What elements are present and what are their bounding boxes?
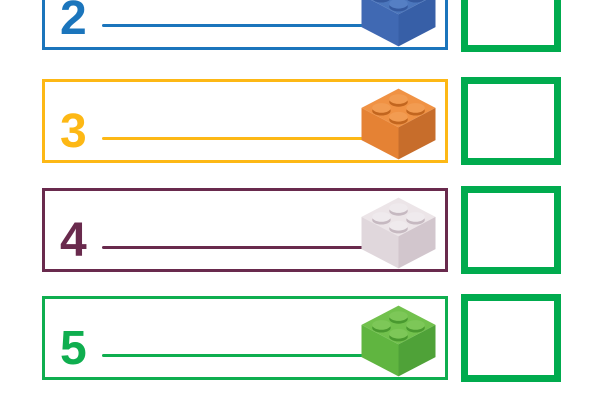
brick-studs — [373, 0, 424, 12]
brick-left-face — [361, 324, 399, 377]
answer-line[interactable] — [102, 137, 366, 140]
brick-studs — [372, 203, 425, 234]
lego-brick-icon — [361, 88, 436, 160]
answer-checkbox[interactable] — [461, 294, 561, 382]
row-number: 2 — [60, 0, 87, 45]
brick-left-face — [361, 107, 399, 160]
lego-brick-icon — [361, 0, 436, 47]
brick-studs — [372, 311, 425, 342]
brick-left-face — [361, 216, 399, 269]
brick-right-face — [398, 107, 436, 160]
brick-left-face — [361, 0, 399, 47]
lego-brick-icon — [361, 305, 436, 377]
answer-line[interactable] — [102, 246, 366, 249]
counting-row-5: 5 — [0, 294, 600, 382]
brick-studs — [372, 94, 425, 125]
answer-line[interactable] — [102, 24, 366, 27]
counting-row-3: 3 — [0, 77, 600, 165]
counting-row-4: 4 — [0, 186, 600, 274]
row-number: 4 — [60, 214, 87, 267]
brick-right-face — [398, 216, 436, 269]
number-box: 4 — [42, 188, 448, 272]
answer-checkbox[interactable] — [461, 186, 561, 274]
number-box: 5 — [42, 296, 448, 380]
brick-right-face — [398, 324, 436, 377]
answer-checkbox[interactable] — [461, 77, 561, 165]
number-box: 3 — [42, 79, 448, 163]
number-box: 2 — [42, 0, 448, 50]
lego-brick-icon — [361, 197, 436, 269]
answer-checkbox[interactable] — [461, 0, 561, 52]
brick-right-face — [398, 0, 436, 47]
counting-row-2: 2 — [0, 0, 600, 52]
row-number: 3 — [60, 105, 87, 158]
row-number: 5 — [60, 322, 87, 375]
answer-line[interactable] — [102, 354, 366, 357]
